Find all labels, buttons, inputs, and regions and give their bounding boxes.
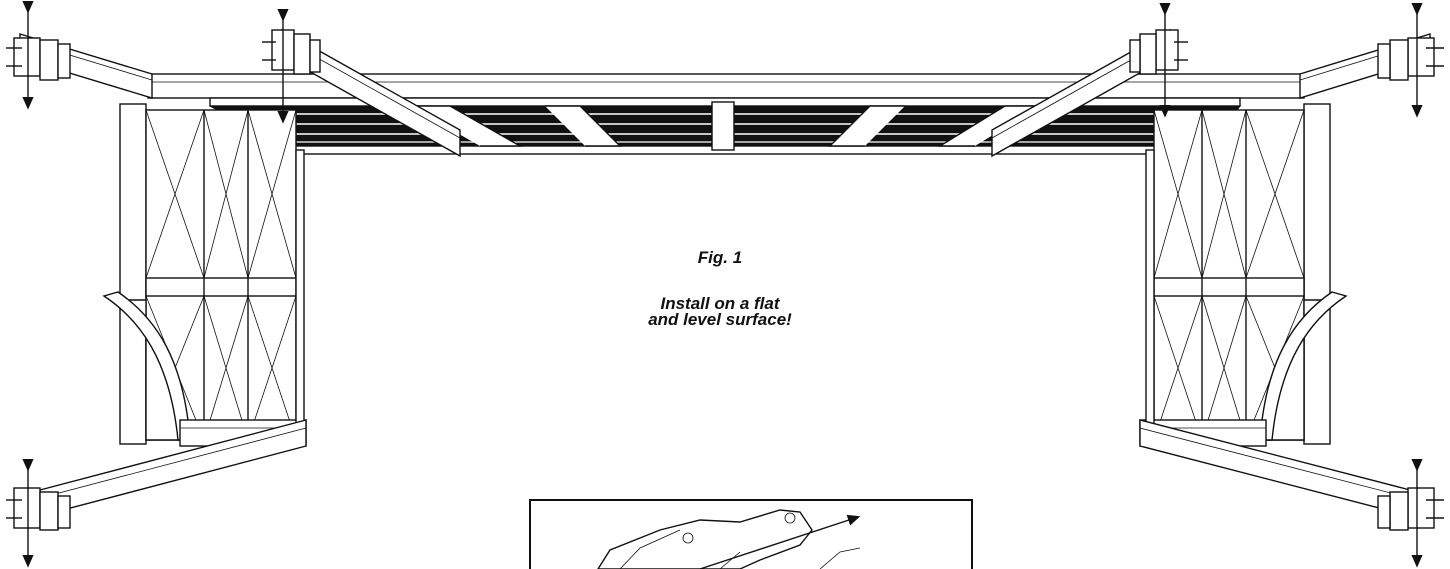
right-lattice-wall: [1139, 103, 1348, 447]
anchor-bracket-top-right: [1377, 37, 1444, 81]
install-note: Install on a flat and level surface!: [560, 294, 880, 329]
install-note-line-1: Install on a flat: [660, 294, 780, 313]
anchor-bracket-top-left: [6, 37, 71, 81]
roof-deck: [147, 73, 1305, 155]
anchor-bracket-inner-right: [1129, 29, 1188, 75]
detail-inset: [529, 499, 973, 569]
arrow-icon-detail: [699, 514, 861, 569]
left-lattice-wall: [102, 103, 307, 447]
figure-label: Fig. 1: [697, 248, 743, 267]
anchor-bracket-inner-left: [262, 29, 321, 75]
install-note-line-2: and level surface!: [648, 310, 792, 329]
